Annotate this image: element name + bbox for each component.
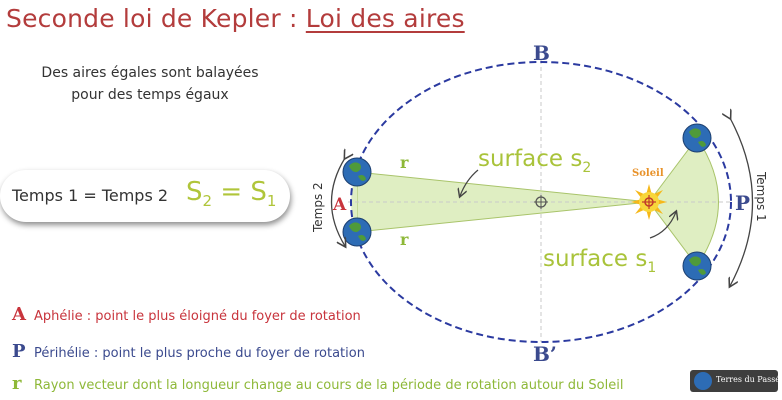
perihelion-text: Périhélie : point le plus proche du foye… [34,346,365,361]
time-2-label: Temps 2 [311,182,325,233]
sun-label: Soleil [632,168,664,179]
logo-globe-icon [694,372,712,390]
radius-glyph: r [12,373,34,394]
earth-icon [343,158,371,186]
surface-s1-text: surface s [543,246,647,272]
surface-s1-label: surface s1 [543,246,656,276]
label-r-top: r [400,153,409,172]
earth-icon [683,124,711,152]
surface-s2-sub: 2 [582,160,591,176]
aphelion-text: Aphélie : point le plus éloigné du foyer… [34,309,361,324]
surface-s2-label: surface s2 [478,146,591,176]
surface-s2-text: surface s [478,146,582,172]
label-b: B [533,41,550,65]
time-1-label: Temps 1 [754,171,768,222]
earth-icon [343,218,371,246]
label-p: P [735,191,750,215]
aphelion-glyph: A [12,304,34,325]
logo: Terres du Passé [690,370,778,392]
logo-text: Terres du Passé [716,375,780,384]
label-b-prime: B’ [533,342,557,366]
surface-s1-sub: 1 [647,260,656,276]
label-r-bottom: r [400,230,409,249]
earth-icon [683,252,711,280]
radius-text: Rayon vecteur dont la longueur change au… [34,378,623,393]
perihelion-glyph: P [12,341,34,362]
label-a: A [332,195,347,215]
